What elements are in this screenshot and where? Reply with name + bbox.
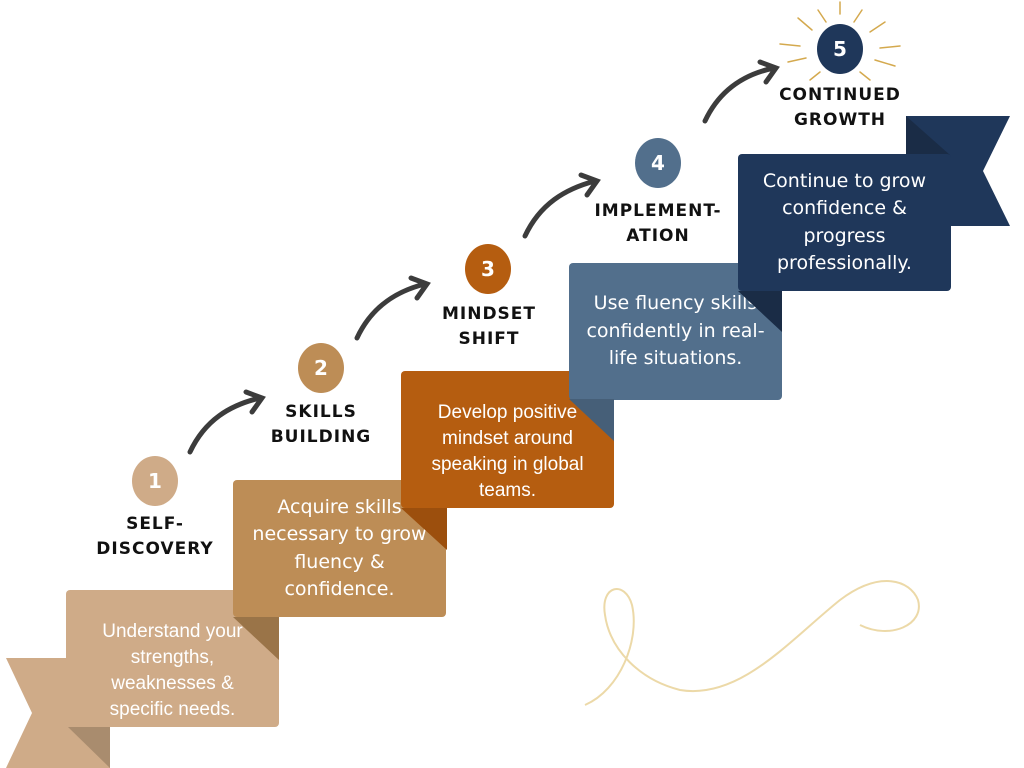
- step-3-number-badge: 3: [465, 244, 511, 294]
- step-4-text: Use fluency skills confidently in real-l…: [586, 292, 765, 370]
- step-4-title: IMPLEMENT- ATION: [568, 199, 748, 249]
- step-5-text: Continue to grow confidence & progress p…: [762, 169, 927, 275]
- step-3-title-line1: MINDSET: [441, 304, 537, 324]
- step-5-number-badge: 5: [817, 24, 863, 74]
- step-3-title-line2: SHIFT: [458, 329, 520, 349]
- step-1-box: Understand your strengths, weaknesses & …: [66, 590, 279, 727]
- step-2-title: SKILLS BUILDING: [231, 400, 411, 450]
- step-3-text: Develop positive mindset around speaking…: [431, 402, 584, 501]
- step-3-title: MINDSET SHIFT: [399, 302, 579, 352]
- step-2-title-line1: SKILLS: [285, 402, 357, 422]
- step-1-number-badge: 1: [132, 456, 178, 506]
- step-1-title-line1: SELF-: [126, 514, 184, 534]
- step-5-title-line2: GROWTH: [793, 110, 887, 130]
- step-2-number-badge: 2: [298, 343, 344, 393]
- step-1-title-line2: DISCOVERY: [96, 539, 214, 559]
- step-1-title: SELF- DISCOVERY: [65, 512, 245, 562]
- step-2-text: Acquire skills necessary to grow fluency…: [252, 495, 427, 601]
- step-1-text: Understand your strengths, weaknesses & …: [102, 621, 243, 720]
- step-5-title-line1: CONTINUED: [779, 85, 901, 105]
- ribbon-fold-right: [906, 116, 950, 155]
- step-4-title-line1: IMPLEMENT-: [594, 201, 722, 221]
- heart-doodle: [584, 580, 920, 706]
- step-4-number-badge: 4: [635, 138, 681, 188]
- step-5-title: CONTINUED GROWTH: [750, 83, 930, 133]
- step-2-title-line2: BUILDING: [270, 427, 372, 447]
- step-4-title-line2: ATION: [626, 226, 690, 246]
- step-5-box: Continue to grow confidence & progress p…: [738, 154, 951, 291]
